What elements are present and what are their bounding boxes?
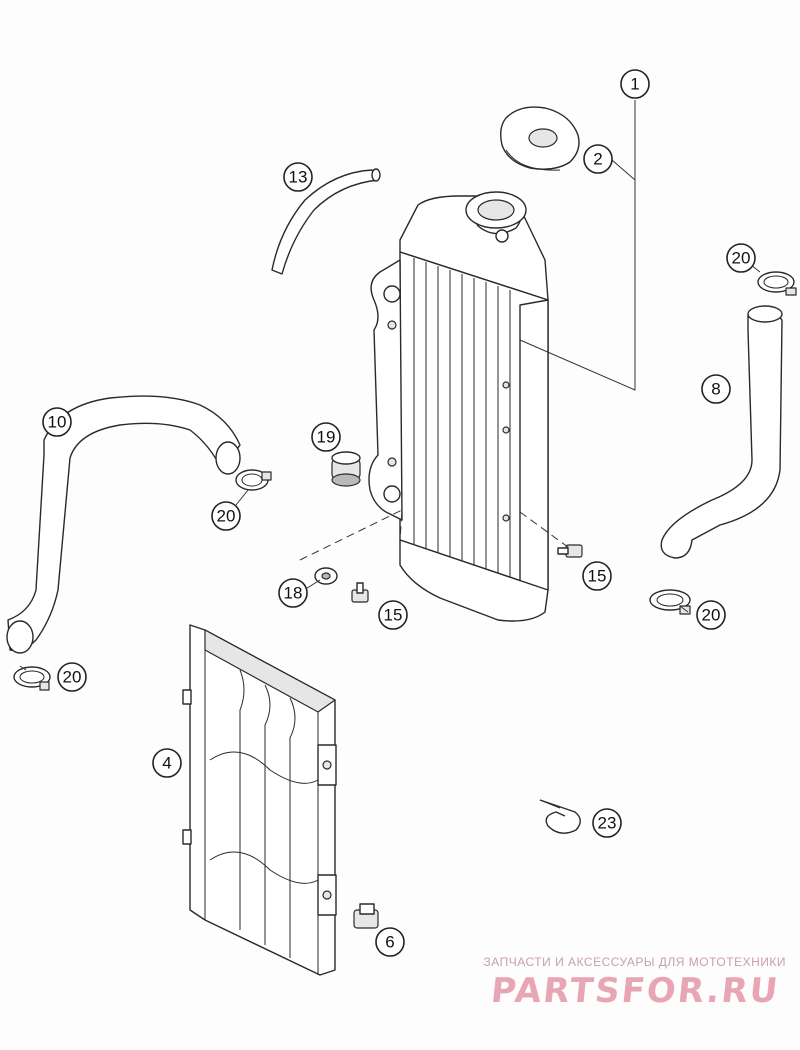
callout-20-top-right: 20 [726,243,756,273]
svg-text:20: 20 [702,606,721,625]
radiator-guard [182,624,337,976]
callout-15-right: 15 [582,561,612,591]
rubber-grommet [331,451,361,487]
callout-13: 13 [283,162,313,192]
callout-23: 23 [592,808,622,838]
cable-tie [539,799,581,834]
svg-text:19: 19 [317,428,336,447]
svg-text:20: 20 [63,668,82,687]
callout-20-bottom-left: 20 [57,662,87,692]
overflow-hose [271,168,381,275]
radiator-body [368,191,549,622]
hose-clamp-top-right [757,271,797,296]
callout-8: 8 [701,374,731,404]
svg-text:20: 20 [732,249,751,268]
screw-right [557,544,583,558]
radiator-cap [499,106,580,171]
hose-clamp-lower-right [649,589,691,615]
svg-text:13: 13 [289,168,308,187]
callout-18: 18 [278,578,308,608]
callout-10: 10 [42,407,72,437]
svg-text:8: 8 [711,380,720,399]
svg-text:15: 15 [588,567,607,586]
svg-text:18: 18 [284,584,303,603]
svg-text:6: 6 [385,933,394,952]
washer [314,567,338,585]
callout-19: 19 [311,422,341,452]
hose-clamp-bottom-left [13,666,51,691]
hose-clamp-mid-left [235,469,272,491]
watermark: ЗАПЧАСТИ И АКСЕССУАРЫ ДЛЯ МОТОТЕХНИКИ PA… [484,955,786,1011]
callout-6: 6 [375,927,405,957]
callout-2: 2 [583,144,613,174]
watermark-logo: PARTSFOR.RU [488,971,781,1011]
callout-20-lower-right: 20 [696,600,726,630]
svg-text:15: 15 [384,606,403,625]
svg-text:4: 4 [162,754,171,773]
svg-text:10: 10 [48,413,67,432]
guard-clip [353,903,379,929]
hose-upper-right [660,305,783,559]
svg-text:1: 1 [630,75,639,94]
callout-4: 4 [152,748,182,778]
svg-text:2: 2 [593,150,602,169]
callout-20-mid-left: 20 [211,501,241,531]
hose-lower-left [6,395,241,654]
callout-1: 1 [620,69,650,99]
screw-left [351,582,369,603]
svg-text:20: 20 [217,507,236,526]
svg-text:23: 23 [598,814,617,833]
callout-15-left: 15 [378,600,408,630]
watermark-tagline: ЗАПЧАСТИ И АКСЕССУАРЫ ДЛЯ МОТОТЕХНИКИ [483,955,786,969]
